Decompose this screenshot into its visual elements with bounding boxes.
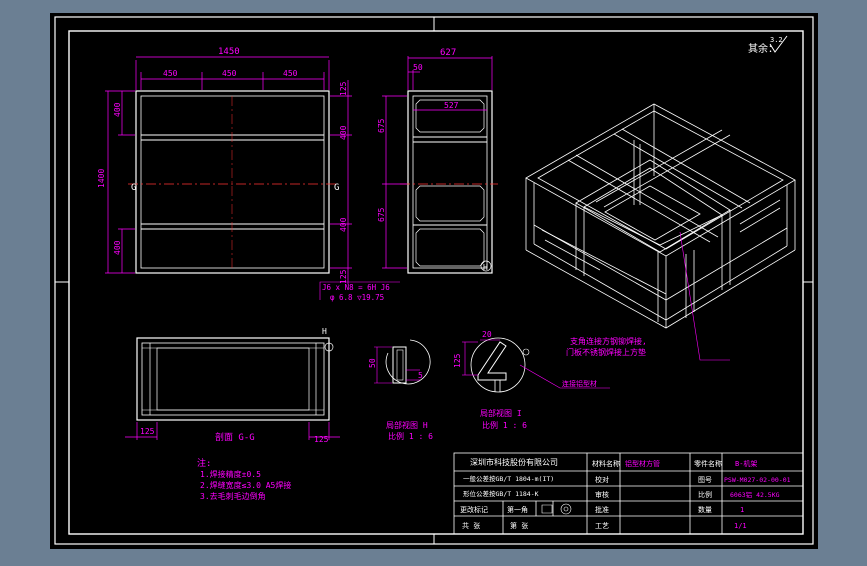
side-dim-upper: 675 — [377, 118, 386, 133]
front-dim-top-section: 400 — [113, 102, 122, 117]
title-block — [453, 452, 804, 535]
detail-i-caption-1: 局部视图 I — [480, 408, 522, 418]
side-dim-total-width: 627 — [440, 48, 456, 58]
side-dim-flange: 50 — [413, 63, 423, 72]
tb-value-qty: 1 — [740, 506, 744, 514]
tb-label-drawing-no: 图号 — [698, 476, 712, 484]
side-fit-line-1: J6 x N8 = 6H J6 — [322, 283, 390, 292]
notes-item-1: 1.焊接精度±0.5 — [200, 469, 261, 479]
notes-item-2: 2.焊缝宽度≤3.0 A5焊接 — [200, 480, 291, 490]
projection-symbol — [541, 503, 572, 515]
drawing-paper — [50, 13, 818, 549]
side-fit-line-2: φ 6.8 ▽19.75 — [330, 293, 384, 302]
notes-item-3: 3.去毛刺毛边倒角 — [200, 491, 266, 501]
front-dim-bay-3: 450 — [283, 69, 298, 78]
tb-value-drawing-no: PSW-M027-02-00-01 — [724, 476, 791, 484]
roughness-symbol: 其余： 3.2 — [748, 35, 788, 55]
tb-value-part: B-机架 — [735, 459, 757, 468]
technical-notes: 注: 1.焊接精度±0.5 2.焊缝宽度≤3.0 A5焊接 3.去毛刺毛边倒角 — [197, 457, 291, 501]
front-dim-bay-2: 450 — [222, 69, 237, 78]
section-gg-mark: H — [322, 327, 327, 336]
section-gg-view: H 125 125 剖面 G-G — [125, 327, 340, 444]
front-dim-total-width: 1450 — [218, 47, 240, 57]
side-view: H 627 50 527 675 675 J6 x N8 = 6H J6 φ 6… — [319, 48, 498, 302]
front-view: G G 1450 450 4 — [97, 47, 352, 284]
front-dim-bay-1: 450 — [163, 69, 178, 78]
front-dim-right-3: 400 — [339, 217, 348, 232]
tb-row4-b: 第一角 — [507, 505, 528, 514]
tb-label-approve: 批准 — [595, 505, 609, 514]
section-mark-g-left: G — [131, 183, 136, 193]
side-section-mark: H — [483, 263, 488, 272]
tb-label-material: 材料名称 — [592, 459, 620, 468]
side-dim-inner: 527 — [444, 101, 459, 110]
detail-i-caption-2: 比例 1 : 6 — [482, 420, 527, 430]
tb-row4-a: 更改标记 — [460, 505, 488, 514]
detail-i-view: 20 125 连接铝型材 局部视图 I 比例 1 : 6 — [453, 330, 610, 430]
front-dim-bottom-section: 400 — [113, 240, 122, 255]
roughness-value: 3.2 — [770, 36, 783, 44]
tb-value-sheet: 1/1 — [734, 522, 747, 530]
detail-i-dim-b: 125 — [453, 353, 462, 368]
detail-h-caption-2: 比例 1 : 6 — [388, 431, 433, 441]
tb-label-ratio: 比例 — [698, 490, 712, 499]
iso-note-line-1: 支角连接方钢铆焊接, — [570, 336, 647, 346]
section-gg-dim-right: 125 — [314, 435, 329, 444]
tb-value-material: 铝型材方管 — [625, 459, 660, 468]
tb-label-check: 校对 — [595, 475, 609, 484]
tb-label-process: 工艺 — [595, 522, 609, 530]
detail-i-dim-a: 20 — [482, 330, 492, 339]
isometric-view — [525, 103, 796, 329]
front-dim-right-1: 125 — [339, 81, 348, 96]
tb-general-tolerance: 一般公差按GB/T 1804-m(IT) — [463, 474, 554, 483]
tb-row5-a: 共 张 — [462, 521, 480, 530]
front-dim-right-4: 125 — [339, 269, 348, 284]
detail-h-view: 50 5 局部视图 H 比例 1 : 6 — [368, 339, 433, 441]
detail-i-callout: 连接铝型材 — [562, 379, 597, 388]
tb-label-part: 零件名称 — [694, 459, 722, 468]
detail-h-caption-1: 局部视图 H — [386, 420, 428, 430]
tb-geometric-tolerance: 形位公差按GB/T 1184-K — [463, 489, 539, 498]
tb-row5-b: 第 张 — [510, 521, 528, 530]
iso-note-line-2: 门板不锈钢焊接上方垫 — [566, 347, 646, 357]
section-gg-dim-left: 125 — [140, 427, 155, 436]
section-gg-caption: 剖面 G-G — [215, 431, 255, 443]
front-dim-right-2: 400 — [339, 125, 348, 140]
iso-leader — [679, 231, 730, 361]
notes-title: 注: — [197, 457, 211, 469]
front-dim-total-height: 1400 — [97, 169, 106, 188]
side-dim-lower: 675 — [377, 207, 386, 222]
tb-company: 深圳市科技股份有限公司 — [470, 457, 558, 467]
tb-value-weight: 6063铝 42.5KG — [730, 490, 780, 499]
detail-h-dim-b: 5 — [418, 371, 423, 380]
tb-label-audit: 审核 — [595, 490, 609, 499]
detail-h-dim-a: 50 — [368, 358, 377, 368]
section-mark-g-right: G — [334, 183, 339, 193]
tb-label-qty: 数量 — [698, 505, 712, 514]
